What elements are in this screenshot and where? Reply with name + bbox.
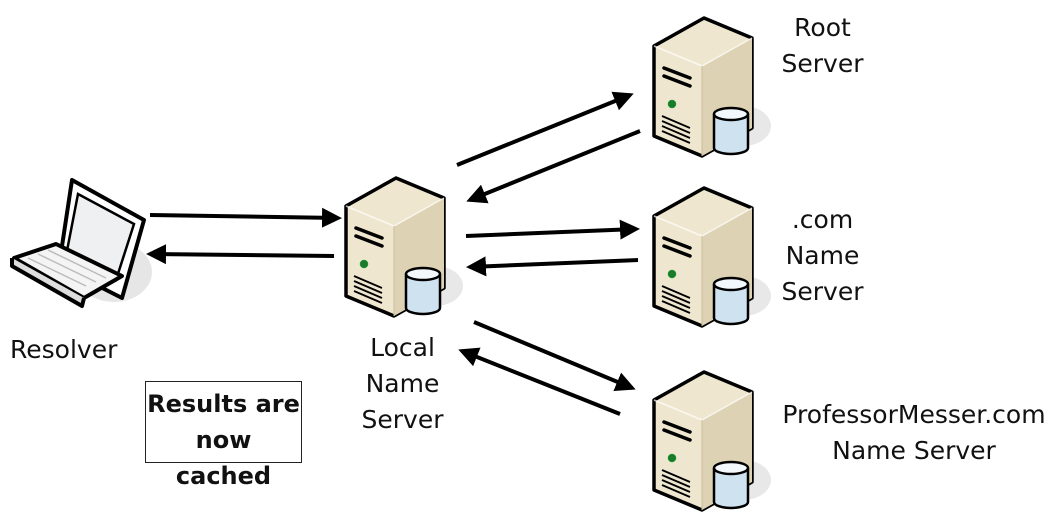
label-line: Name Server — [832, 436, 996, 465]
label-line: Server — [361, 405, 444, 434]
com-name-server-label: .com Name Server — [775, 202, 870, 310]
label-line: Local — [370, 333, 435, 362]
label-line: Name — [365, 369, 440, 398]
arrow-com-to-local — [466, 256, 639, 277]
local-server-icon — [340, 168, 470, 322]
local-name-server-label: Local Name Server — [355, 330, 450, 438]
arrow-pm-to-local — [458, 347, 621, 416]
arrow-resolver-to-local — [149, 207, 342, 228]
label-line: .com — [791, 205, 854, 234]
label-line: ProfessorMesser.com — [782, 400, 1046, 429]
root-server-label: Root Server — [775, 10, 870, 82]
pm-server-icon — [648, 362, 778, 516]
arrow-local-to-root — [456, 91, 634, 167]
label-line: Root — [794, 13, 851, 42]
arrow-local-to-pm — [473, 320, 636, 392]
com-server-icon — [648, 178, 778, 332]
label-line: Server — [781, 277, 864, 306]
professormesser-name-server-label: ProfessorMesser.com Name Server — [776, 397, 1052, 469]
arrow-root-to-local — [466, 129, 641, 204]
arrow-local-to-resolver — [146, 244, 335, 265]
label-line: Server — [781, 49, 864, 78]
note-line: Results are — [147, 390, 300, 418]
results-cached-note: Results are now cached — [145, 381, 302, 490]
note-line: now cached — [175, 426, 272, 490]
arrow-local-to-com — [465, 219, 640, 240]
laptop-icon — [10, 178, 152, 308]
root-server-icon — [648, 8, 778, 162]
label-line: Name — [785, 241, 860, 270]
resolver-label: Resolver — [10, 335, 118, 364]
